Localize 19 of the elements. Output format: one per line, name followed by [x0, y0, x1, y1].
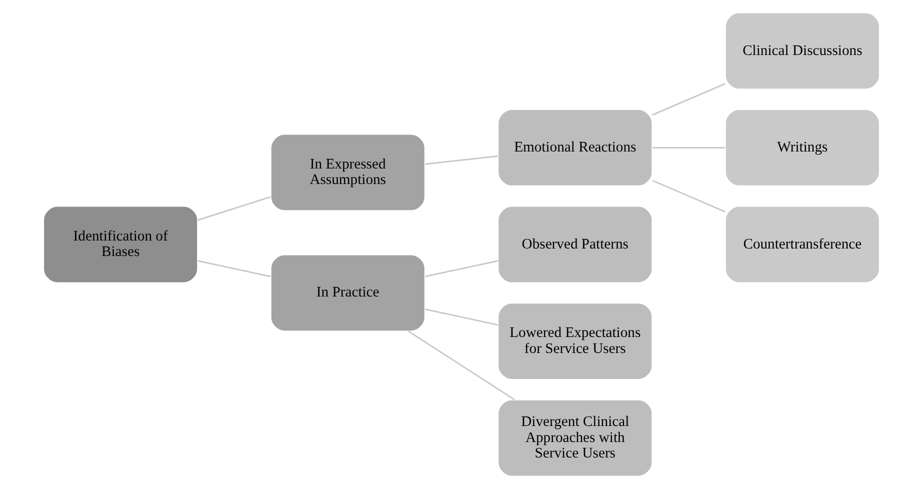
node-box: Countertransference: [724, 206, 880, 284]
connector: [408, 330, 515, 400]
connector: [424, 308, 498, 326]
connector: [197, 196, 270, 221]
connector: [424, 260, 498, 278]
node-box: Divergent Clinical Approaches with Service Users: [497, 399, 652, 477]
node-box: Clinical Discussions: [724, 12, 880, 90]
connector: [652, 83, 725, 116]
node-box: Writings: [724, 108, 880, 187]
node-box: Observed Patterns: [497, 206, 652, 284]
connector: [424, 155, 498, 165]
node-box: Emotional Reactions: [497, 108, 652, 187]
connector: [652, 147, 725, 148]
node-box: In Practice: [270, 254, 425, 332]
connector: [652, 180, 725, 212]
node-box: Identification of Biases: [42, 206, 198, 284]
node-box: Lowered Expectations for Service Users: [497, 302, 652, 380]
connector: [197, 260, 270, 278]
node-box: In Expressed Assumptions: [270, 134, 425, 212]
